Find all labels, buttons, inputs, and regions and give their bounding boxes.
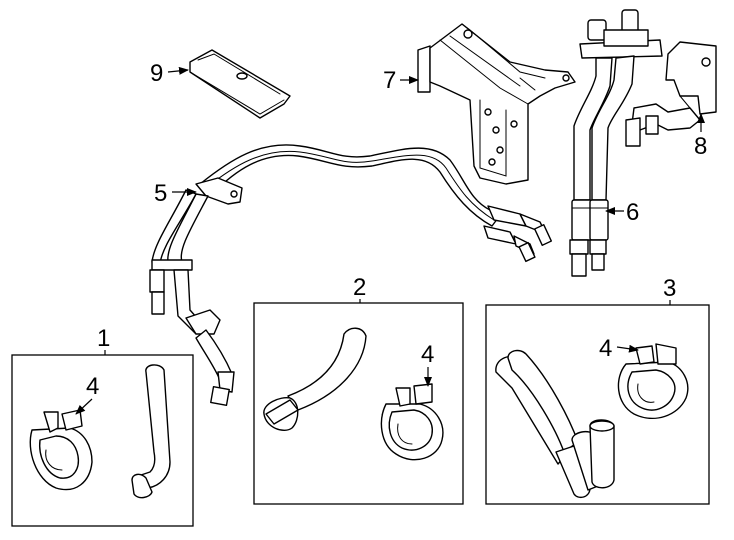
kit-box-3	[485, 304, 710, 505]
leader-4-box1	[75, 398, 93, 415]
callout-7: 7	[383, 67, 396, 94]
callout-4-box1: 4	[86, 373, 99, 400]
callout-5: 5	[154, 180, 167, 207]
cover-pad-part	[189, 49, 291, 119]
mounting-bracket-part	[417, 23, 576, 185]
callout-3: 3	[663, 275, 676, 302]
callout-4-box3: 4	[599, 335, 612, 362]
callout-6: 6	[626, 199, 639, 226]
callout-1: 1	[97, 325, 110, 352]
hose-tube-assembly-part	[569, 9, 663, 277]
kit-box-1	[11, 354, 194, 527]
callout-4-box2: 4	[421, 341, 434, 368]
leader-9	[167, 66, 189, 75]
leader-4-box3	[616, 344, 639, 353]
callout-9: 9	[150, 60, 163, 87]
callout-2: 2	[353, 274, 366, 301]
kit-box-2	[253, 302, 464, 505]
callout-8: 8	[694, 133, 707, 160]
heater-hose-assembly-part	[149, 144, 553, 406]
hose-bracket-part	[625, 41, 717, 147]
